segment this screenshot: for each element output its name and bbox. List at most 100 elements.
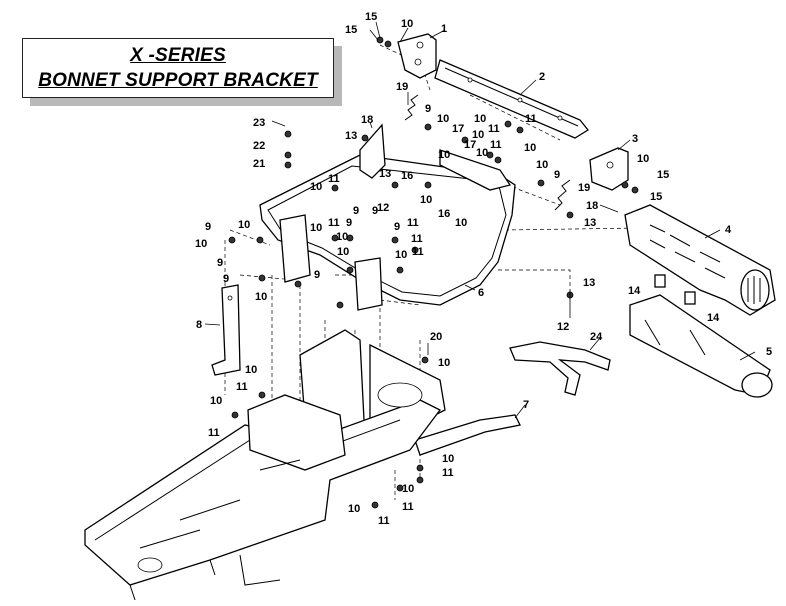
callout-20: 3 — [632, 133, 638, 145]
callout-13: 17 — [452, 123, 464, 135]
callout-70: 11 — [236, 381, 248, 393]
callout-77: 11 — [378, 515, 390, 527]
callout-50: 10 — [195, 238, 207, 250]
callout-19: 10 — [476, 147, 488, 159]
callout-25: 13 — [379, 168, 391, 180]
callout-26: 16 — [401, 170, 413, 182]
callout-57: 11 — [412, 246, 424, 258]
callout-36: 18 — [586, 200, 598, 212]
callout-40: 10 — [310, 181, 322, 193]
callout-51: 10 — [336, 231, 348, 243]
callout-1: 10 — [401, 18, 413, 30]
callout-34: 11 — [328, 173, 340, 185]
callout-18: 10 — [524, 142, 536, 154]
part-4-heat-shield — [624, 204, 776, 316]
callout-21: 10 — [637, 153, 649, 165]
callout-27: 10 — [438, 149, 450, 161]
callout-56: 10 — [395, 249, 407, 261]
springs — [404, 94, 571, 211]
callout-32: 16 — [438, 208, 450, 220]
callout-3: 15 — [345, 24, 357, 36]
title-line-2: BONNET SUPPORT BRACKET — [38, 70, 318, 91]
callout-10: 13 — [345, 130, 357, 142]
callout-14: 10 — [472, 129, 484, 141]
callout-28: 10 — [536, 159, 548, 171]
callout-79: 10 — [402, 483, 414, 495]
callout-16: 11 — [490, 139, 502, 151]
callout-78: 11 — [402, 501, 414, 513]
callout-47: 9 — [394, 221, 400, 233]
callout-69: 10 — [245, 364, 257, 376]
callout-5: 19 — [396, 81, 408, 93]
callout-labels: 15 10 1 15 2 19 9 10 23 18 13 10 11 17 1… — [195, 11, 772, 527]
callout-12: 11 — [488, 123, 500, 135]
callout-52: 9 — [217, 257, 223, 269]
title-box: X -SERIES BONNET SUPPORT BRACKET — [22, 38, 334, 98]
callout-31: 12 — [377, 202, 389, 214]
callout-68: 5 — [766, 346, 772, 358]
callout-63: 12 — [557, 321, 569, 333]
part-5-muffler — [629, 294, 773, 398]
callout-24: 21 — [253, 158, 265, 170]
callout-55: 10 — [337, 246, 349, 258]
part-2-crossbar — [434, 59, 589, 139]
callout-66: 20 — [430, 331, 442, 343]
chassis-frame — [84, 382, 441, 601]
callout-58: 10 — [255, 291, 267, 303]
callout-61: 14 — [628, 285, 641, 297]
callout-6: 9 — [425, 103, 431, 115]
callout-29: 9 — [554, 169, 560, 181]
leader-lines — [204, 21, 756, 419]
callout-4: 2 — [539, 71, 545, 83]
callout-15: 11 — [525, 113, 537, 125]
callout-33: 10 — [420, 194, 432, 206]
callout-49: 11 — [407, 217, 419, 229]
callout-9: 18 — [361, 114, 373, 126]
callout-60: 13 — [583, 277, 595, 289]
part-8-bracket — [211, 284, 241, 376]
callout-30: 19 — [578, 182, 590, 194]
callout-22: 15 — [657, 169, 669, 181]
title-line-1: X -SERIES — [130, 45, 226, 66]
callout-42: 10 — [455, 217, 467, 229]
callout-64: 14 — [707, 312, 720, 324]
callout-71: 10 — [210, 395, 222, 407]
callout-11: 10 — [437, 113, 449, 125]
callout-74: 10 — [442, 453, 454, 465]
callout-72: 11 — [208, 427, 220, 439]
callout-54: 9 — [223, 273, 229, 285]
callout-35: 15 — [650, 191, 662, 203]
callout-67: 10 — [438, 357, 450, 369]
callout-44: 10 — [238, 219, 250, 231]
callout-37: 13 — [584, 217, 596, 229]
callout-43: 9 — [372, 205, 378, 217]
hardware — [228, 36, 639, 509]
part-14-studs — [654, 274, 696, 305]
part-3-bracket — [589, 147, 629, 191]
callout-62: 8 — [196, 319, 202, 331]
callout-2: 1 — [441, 23, 447, 35]
callout-75: 11 — [442, 467, 454, 479]
callout-38: 9 — [205, 221, 211, 233]
callout-80: 6 — [478, 287, 484, 299]
callout-0: 15 — [365, 11, 377, 23]
part-24-pipe — [509, 341, 611, 396]
callout-8: 23 — [253, 117, 265, 129]
callout-65: 24 — [590, 331, 603, 343]
callout-7: 10 — [474, 113, 486, 125]
part-6-bonnet-frame — [259, 123, 516, 306]
callout-45: 9 — [346, 217, 352, 229]
callout-46: 10 — [310, 222, 322, 234]
part-1-bracket — [397, 33, 437, 79]
callout-23: 22 — [253, 140, 265, 152]
callout-76: 10 — [348, 503, 360, 515]
callout-59: 9 — [314, 269, 320, 281]
callout-53: 4 — [725, 224, 732, 236]
callout-48: 11 — [411, 233, 423, 245]
callout-73: 7 — [523, 399, 529, 411]
callout-39: 9 — [353, 205, 359, 217]
part-7-brace — [414, 414, 521, 456]
callout-17: 17 — [464, 139, 476, 151]
callout-41: 11 — [328, 217, 340, 229]
